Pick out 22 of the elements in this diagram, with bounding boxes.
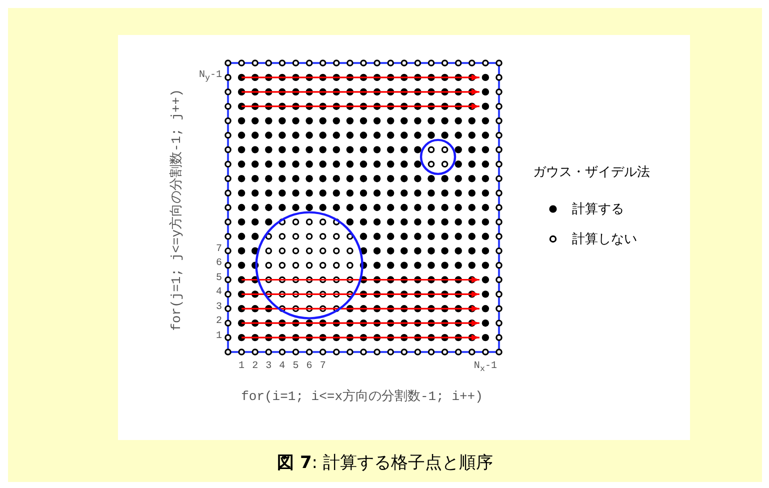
tick-label: N$_{y}$-1: [198, 70, 222, 84]
tick-label: 6: [306, 361, 312, 372]
tick-label: 6: [216, 258, 222, 270]
tick-label: N$_{x}$-1: [474, 361, 497, 374]
tick-label: 5: [292, 361, 299, 372]
legend-label: 計算しない: [572, 231, 637, 248]
tick-label: 1: [238, 361, 245, 372]
legend-label: 計算する: [572, 201, 624, 218]
tick-label: 2: [252, 361, 258, 372]
tick-label: 7: [320, 361, 326, 372]
axis-title: for(j=1; j<=y方向の分割数-1; j++): [168, 89, 185, 331]
tick-label: 4: [216, 287, 222, 298]
legend-title: ガウス・ザイデル法: [533, 164, 650, 181]
tick-label: 4: [279, 361, 286, 372]
tick-label: 3: [266, 361, 272, 372]
tick-label: 5: [216, 272, 222, 284]
tick-label: 1: [216, 330, 222, 342]
tick-label: 7: [216, 244, 222, 255]
figure-caption: 図 7: 計算する格子点と順序: [277, 452, 493, 474]
tick-label: 3: [216, 302, 222, 313]
axis-title: for(i=1; i<=x方向の分割数-1; i++): [241, 388, 483, 405]
tick-label: 2: [216, 316, 222, 328]
